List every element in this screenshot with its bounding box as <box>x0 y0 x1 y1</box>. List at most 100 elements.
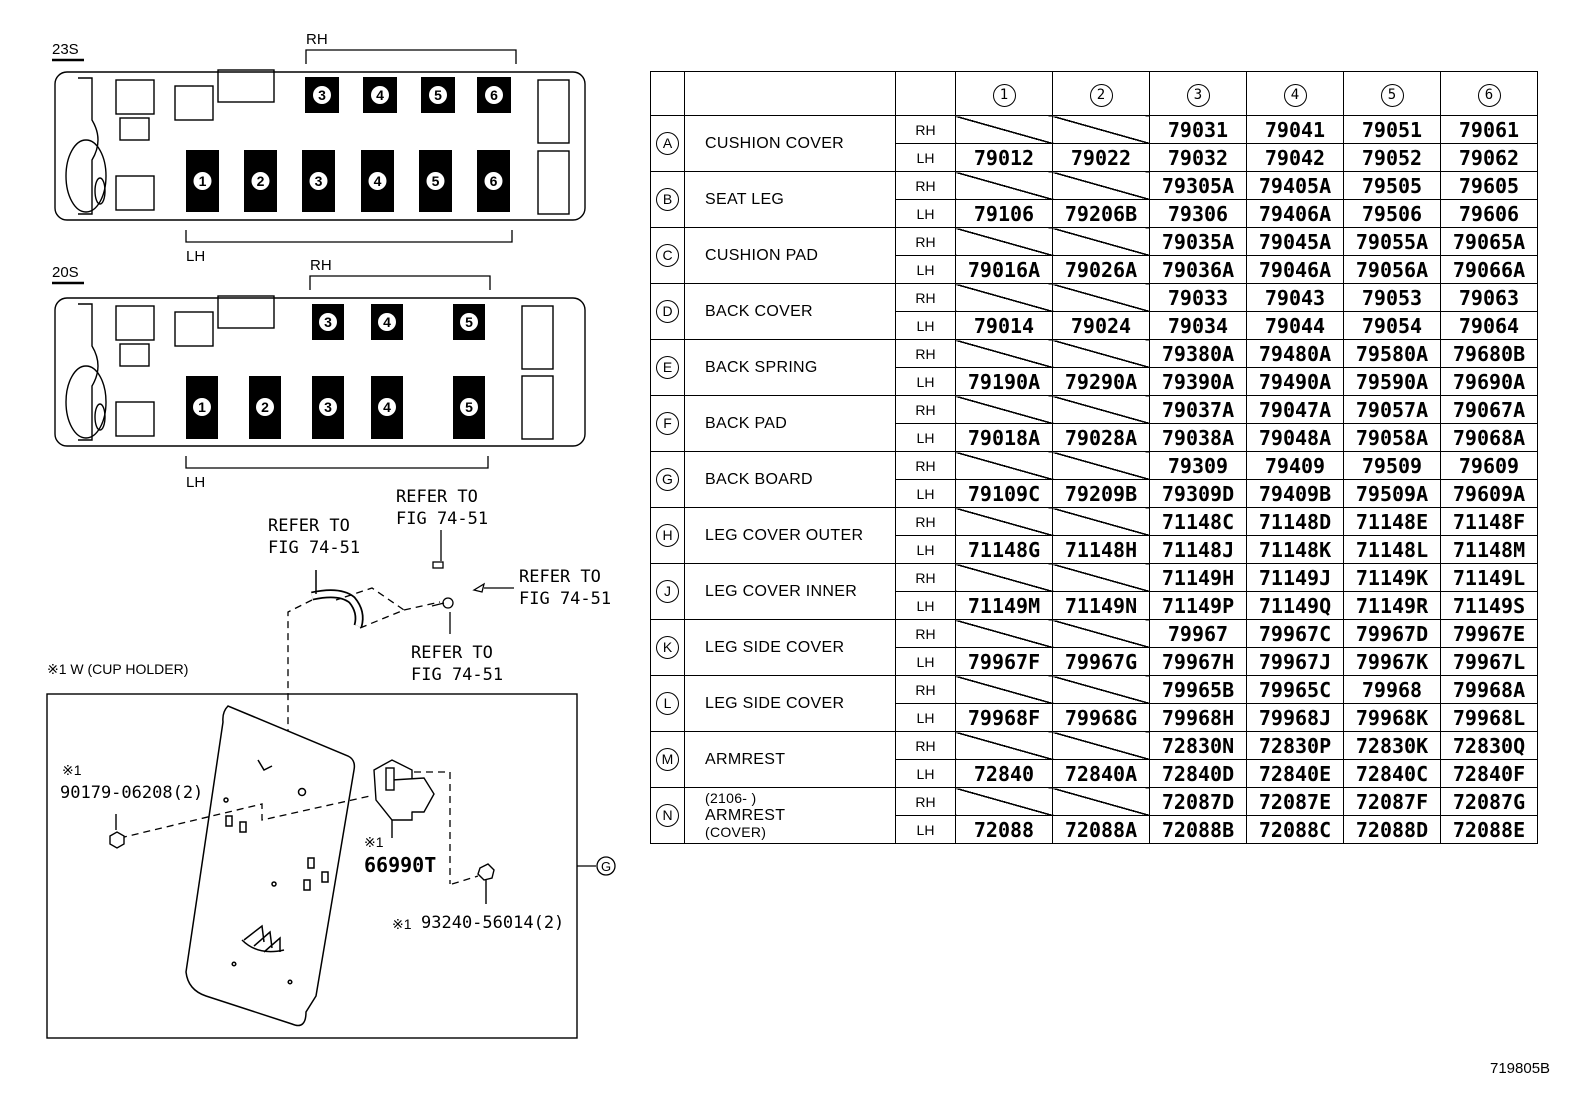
part-number-cell: 79690A <box>1440 367 1538 396</box>
part-number-cell: 71149S <box>1440 591 1538 620</box>
row-letter-F: F <box>650 395 685 452</box>
part-number-cell: 79968 <box>1343 675 1441 704</box>
refer-fig-label-3: REFER TO FIG 74-51 <box>519 567 612 609</box>
part-number-cell: 71148M <box>1440 535 1538 564</box>
part-number-cell: 79580A <box>1343 339 1441 368</box>
seat-20s-rh-4: 4 <box>371 304 403 340</box>
part-name-N: (2106- )ARMREST(COVER) <box>684 787 896 844</box>
row-letter-badge: F <box>656 412 679 435</box>
svg-text:3: 3 <box>315 173 323 189</box>
column-number-6: 6 <box>1477 84 1501 107</box>
layout-23s-rh-label: RH <box>306 31 328 48</box>
part-number-cell: 72840A <box>1052 759 1150 788</box>
part-number-cell: 79028A <box>1052 423 1150 452</box>
part-number-cell: 72088D <box>1343 815 1441 844</box>
part-number-cell <box>1052 115 1150 144</box>
side-label-lh: LH <box>895 143 956 172</box>
back-board-panel <box>185 705 356 1027</box>
row-letter-badge: D <box>656 300 679 323</box>
column-number-5: 5 <box>1380 84 1404 107</box>
part-number-cell <box>1052 675 1150 704</box>
row-letter-C: C <box>650 227 685 284</box>
part-number-cell: 72088C <box>1246 815 1344 844</box>
part-number-cell: 79590A <box>1343 367 1441 396</box>
seat-20s-lh-4: 4 <box>371 376 403 439</box>
seat-23s-lh-6: 6 <box>477 150 510 212</box>
part-number-cell <box>1052 619 1150 648</box>
part-number-cell: 79058A <box>1343 423 1441 452</box>
column-number-3: 3 <box>1186 84 1210 107</box>
part-number-cell: 79012 <box>955 143 1053 172</box>
svg-text:4: 4 <box>376 87 384 103</box>
part-number-cell: 79505 <box>1343 171 1441 200</box>
refer-fig-label-4: REFER TO FIG 74-51 <box>411 643 504 685</box>
part-number-cell: 79042 <box>1246 143 1344 172</box>
part-number-cell: 79967E <box>1440 619 1538 648</box>
row-letter-badge: L <box>656 692 679 715</box>
column-header-2: 2 <box>1052 71 1150 116</box>
side-label-rh: RH <box>895 451 956 480</box>
part-number-cell: 71148D <box>1246 507 1344 536</box>
part-name-H: LEG COVER OUTER <box>684 507 896 564</box>
part-number-cell: 79290A <box>1052 367 1150 396</box>
side-label-lh: LH <box>895 759 956 788</box>
part-number-cell <box>1052 731 1150 760</box>
part-number-cell: 71149K <box>1343 563 1441 592</box>
part-number-cell: 79036A <box>1149 255 1247 284</box>
side-label-rh: RH <box>895 283 956 312</box>
part-number-cell: 72087G <box>1440 787 1538 816</box>
part-name-F: BACK PAD <box>684 395 896 452</box>
part-number-cell: 79967L <box>1440 647 1538 676</box>
seat-20s-rh-3: 3 <box>312 304 344 340</box>
part-name-L: LEG SIDE COVER <box>684 675 896 732</box>
part-number-cell <box>955 171 1053 200</box>
side-label-lh: LH <box>895 535 956 564</box>
part-number-cell <box>955 115 1053 144</box>
part-number-cell <box>955 675 1053 704</box>
part-number-cell: 71149H <box>1149 563 1247 592</box>
part-name-suffix: (COVER) <box>705 824 767 840</box>
row-letter-badge: B <box>656 188 679 211</box>
part-number-cell: 79967J <box>1246 647 1344 676</box>
part-93240-mark: ※1 <box>392 916 412 932</box>
part-number-cell: 72088A <box>1052 815 1150 844</box>
part-number-cell: 79056A <box>1343 255 1441 284</box>
part-number-cell: 72830Q <box>1440 731 1538 760</box>
part-number-cell <box>1052 507 1150 536</box>
part-number-cell: 72840F <box>1440 759 1538 788</box>
column-number-2: 2 <box>1089 84 1113 107</box>
part-name-K: LEG SIDE COVER <box>684 619 896 676</box>
svg-text:3: 3 <box>324 314 332 330</box>
part-number-cell: 79062 <box>1440 143 1538 172</box>
part-number-cell: 71149P <box>1149 591 1247 620</box>
part-number-cell: 79968L <box>1440 703 1538 732</box>
part-90179-mark: ※1 <box>62 762 82 778</box>
side-label-rh: RH <box>895 619 956 648</box>
part-number-cell <box>955 339 1053 368</box>
part-number-cell: 72088 <box>955 815 1053 844</box>
part-number-cell: 79044 <box>1246 311 1344 340</box>
svg-text:6: 6 <box>490 87 498 103</box>
row-letter-L: L <box>650 675 685 732</box>
seat-23s-rh-5: 5 <box>421 77 455 113</box>
part-number-cell: 72088B <box>1149 815 1247 844</box>
fastener-part <box>472 582 514 593</box>
part-number-cell: 79968G <box>1052 703 1150 732</box>
svg-text:2: 2 <box>261 399 269 415</box>
svg-text:2: 2 <box>257 173 265 189</box>
part-number-cell: 79967D <box>1343 619 1441 648</box>
part-number-cell: 72840D <box>1149 759 1247 788</box>
seat-20s-lh-5: 5 <box>453 376 485 439</box>
row-letter-E: E <box>650 339 685 396</box>
part-number-cell: 79026A <box>1052 255 1150 284</box>
row-letter-A: A <box>650 115 685 172</box>
